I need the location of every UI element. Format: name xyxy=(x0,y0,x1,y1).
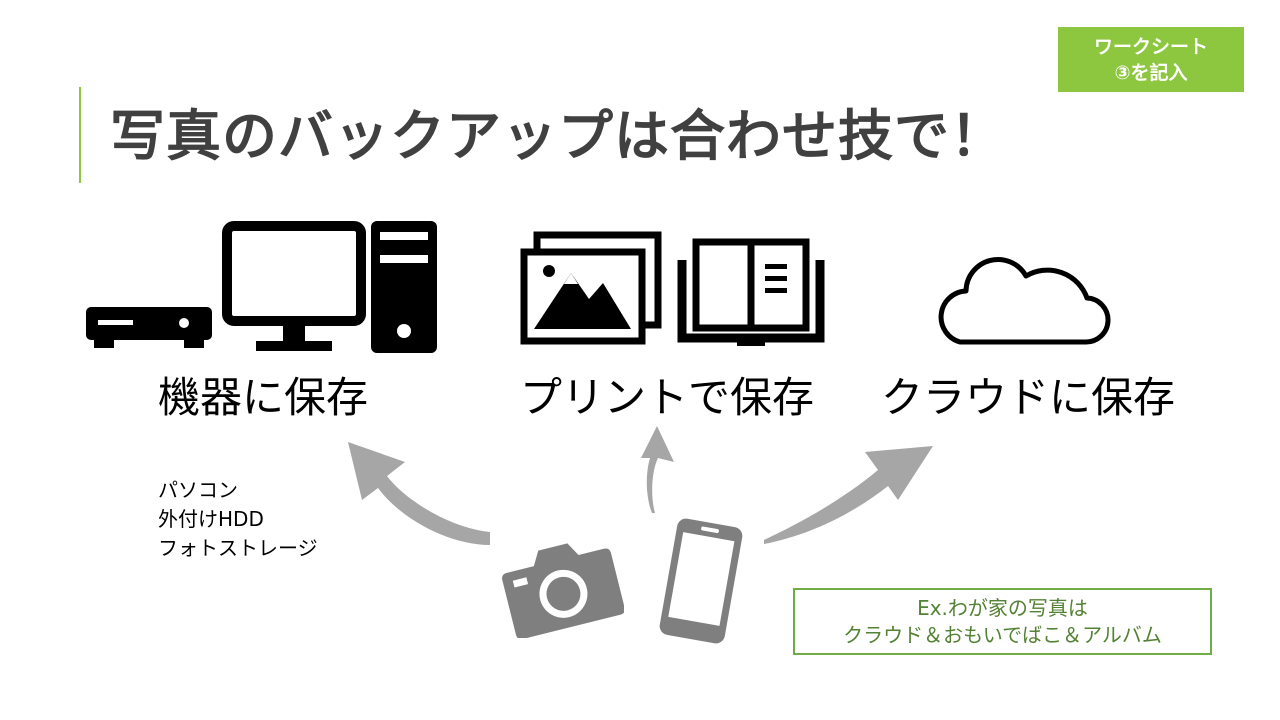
example-box: Ex.わが家の写真は クラウド＆おもいでばこ＆アルバム xyxy=(793,588,1212,655)
device-note-item: 外付けHDD xyxy=(158,507,264,531)
monitor-icon xyxy=(222,221,366,351)
cloud-icon xyxy=(938,257,1111,345)
worksheet-badge-line2: ③を記入 xyxy=(1114,61,1188,84)
camera-icon xyxy=(502,543,624,638)
device-notes-list: パソコン 外付けHDD フォトストレージ xyxy=(158,476,318,563)
device-note-item: フォトストレージ xyxy=(158,536,318,560)
pc-tower-icon xyxy=(371,221,437,353)
example-line1: Ex.わが家の写真は xyxy=(917,595,1088,620)
category-cloud-label: クラウドに保存 xyxy=(881,373,1176,422)
category-print-label: プリントで保存 xyxy=(520,373,815,422)
arrow-to-print-icon xyxy=(641,426,674,513)
photo-prints-icon xyxy=(520,231,662,345)
worksheet-badge-line1: ワークシート xyxy=(1093,35,1208,58)
worksheet-badge: ワークシート ③を記入 xyxy=(1058,27,1244,92)
slide-title: 写真のバックアップは合わせ技で！ xyxy=(110,104,1007,168)
hdd-recorder-icon xyxy=(86,307,212,348)
arrow-to-cloud-icon xyxy=(764,446,933,544)
category-device-label: 機器に保存 xyxy=(158,373,369,422)
title-accent-bar xyxy=(79,87,81,183)
smartphone-icon xyxy=(659,518,743,644)
arrow-to-device-icon xyxy=(348,442,490,545)
example-line2: クラウド＆おもいでばこ＆アルバム xyxy=(843,622,1162,647)
device-note-item: パソコン xyxy=(158,478,238,502)
photo-album-icon xyxy=(677,238,825,346)
